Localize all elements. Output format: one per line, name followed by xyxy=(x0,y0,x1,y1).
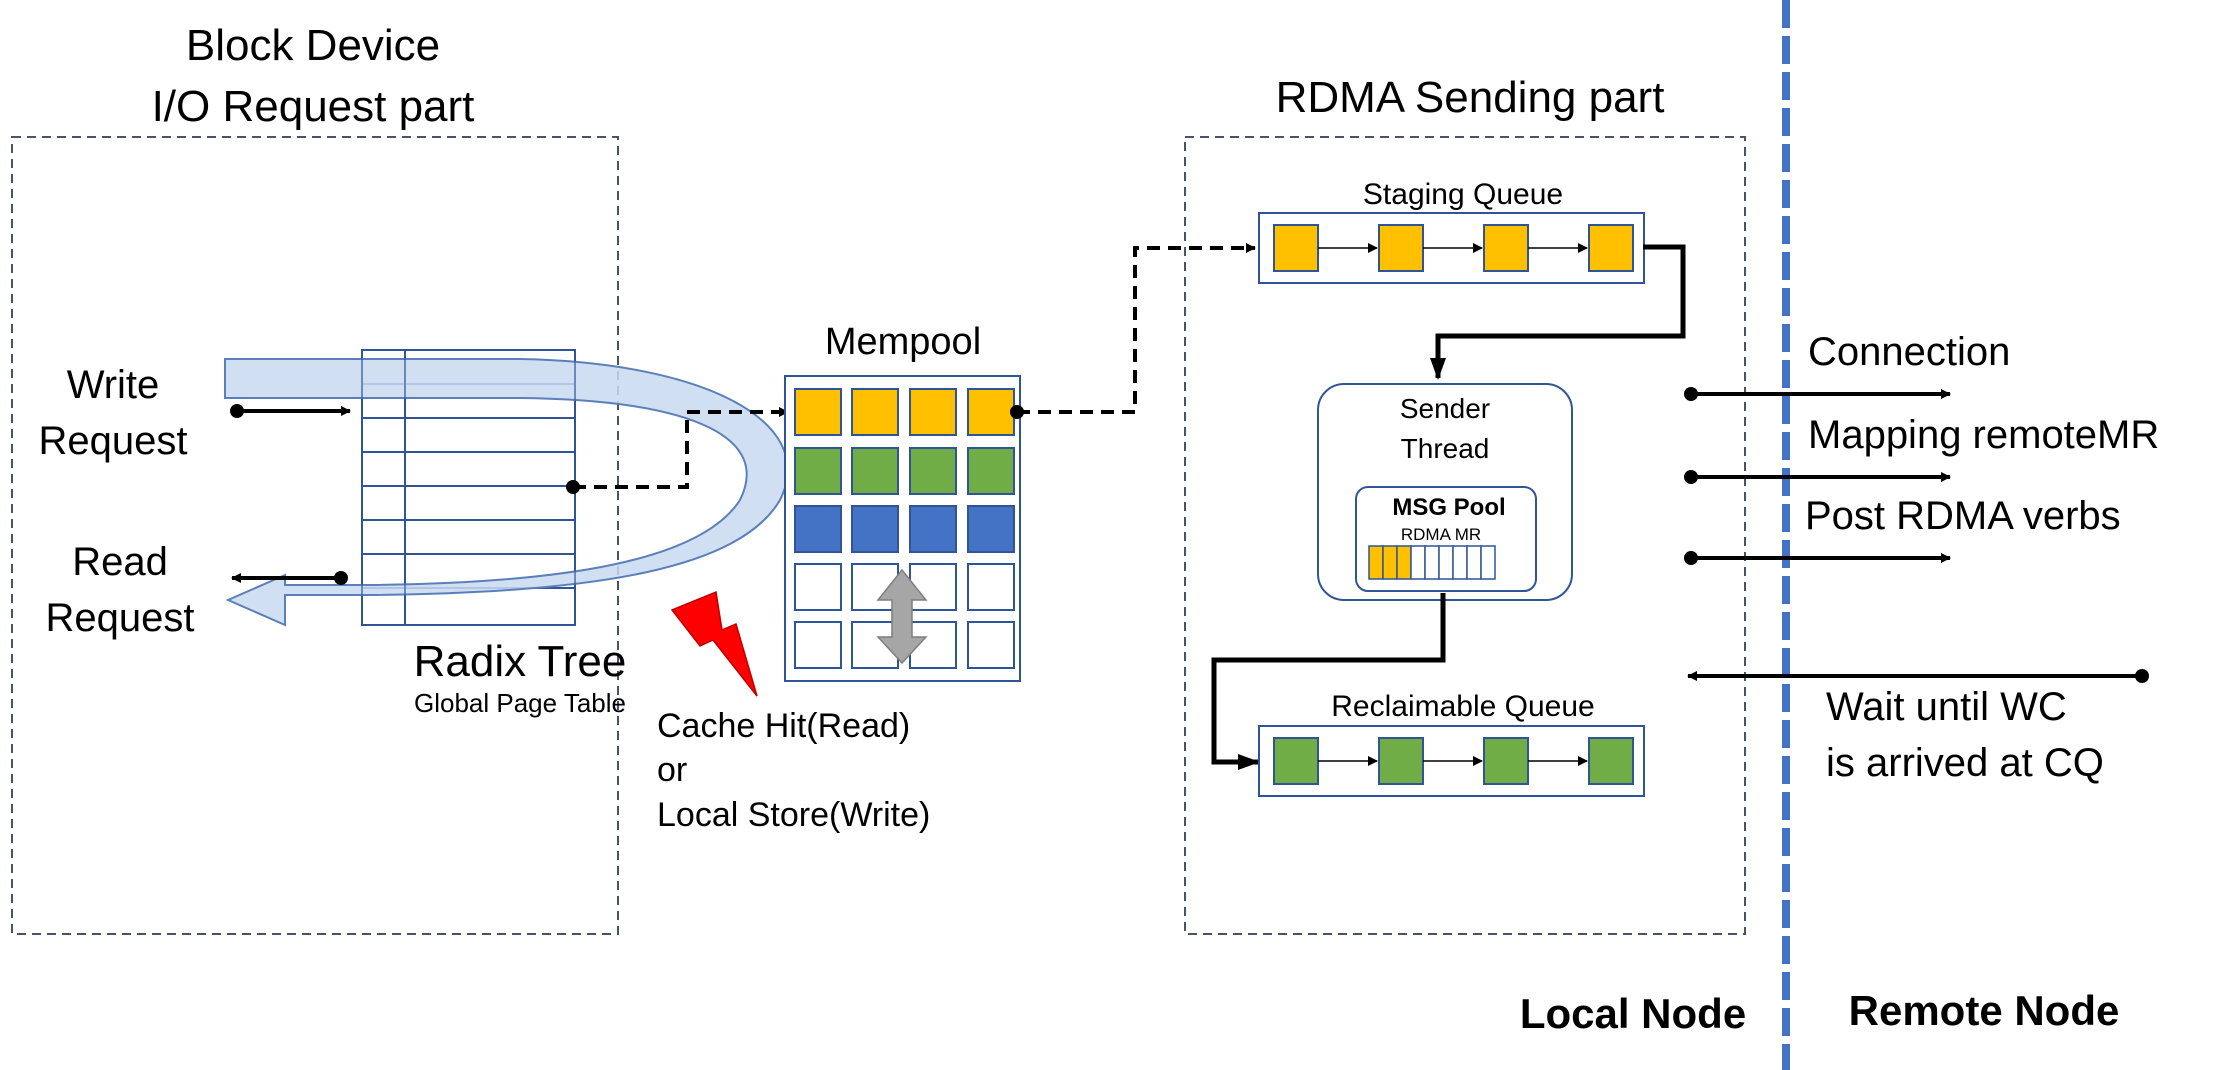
read-request-arrow xyxy=(231,571,348,585)
rdma-mr-slot xyxy=(1480,545,1496,580)
radix-tree-title: Radix Tree xyxy=(414,637,627,686)
read-request-line2: Request xyxy=(46,596,195,640)
mempool-cell xyxy=(967,447,1015,495)
mempool-cell xyxy=(851,505,899,553)
sender-thread-line2: Thread xyxy=(1401,433,1490,464)
mempool-title: Mempool xyxy=(825,321,981,363)
reclaimable-queue-item xyxy=(1273,737,1319,785)
grey-double-arrow xyxy=(876,568,928,665)
local-node-label: Local Node xyxy=(1520,990,1746,1037)
staging-queue-item xyxy=(1273,224,1319,272)
mempool-cell xyxy=(794,447,842,495)
mempool-cell xyxy=(909,505,957,553)
mempool-to-staging-connector xyxy=(1010,243,1256,419)
staging-queue-item xyxy=(1483,224,1529,272)
write-request-line1: Write xyxy=(67,363,160,407)
staging-queue xyxy=(1258,212,1645,284)
post-verbs-arrow xyxy=(1684,551,1951,565)
reclaimable-queue-item xyxy=(1378,737,1424,785)
post-rdma-verbs-label: Post RDMA verbs xyxy=(1805,494,2121,538)
mempool-cell xyxy=(794,388,842,436)
connection-label: Connection xyxy=(1808,330,2010,374)
staging-queue-item xyxy=(1588,224,1634,272)
mapping-remotemr-label: Mapping remoteMR xyxy=(1808,413,2159,457)
rdma-mr-slot xyxy=(1410,545,1426,580)
rdma-section-box xyxy=(1184,136,1746,935)
msg-pool-label: MSG Pool xyxy=(1392,494,1505,521)
left-section-title-line2: I/O Request part xyxy=(152,82,475,131)
staging-queue-item xyxy=(1378,224,1424,272)
mempool-cell xyxy=(794,621,842,669)
wait-wc-line2: is arrived at CQ xyxy=(1826,741,2104,785)
rdma-mr-slot xyxy=(1452,545,1468,580)
write-request-arrow xyxy=(230,404,351,418)
write-request-line2: Request xyxy=(39,419,188,463)
radix-to-mempool-connector xyxy=(566,407,789,494)
mempool-cell xyxy=(967,563,1015,611)
staging-queue-label: Staging Queue xyxy=(1363,178,1563,211)
rdma-mr-slot xyxy=(1424,545,1440,580)
mempool-cell xyxy=(794,563,842,611)
rdma-mr-buffer xyxy=(1368,545,1496,580)
mempool-cell xyxy=(967,388,1015,436)
cache-hit-line3: Local Store(Write) xyxy=(657,796,930,834)
radix-tree-subtitle: Global Page Table xyxy=(414,688,626,718)
mempool-cell xyxy=(851,447,899,495)
connection-arrow xyxy=(1684,387,1951,401)
mempool-cell xyxy=(967,505,1015,553)
mempool-cell xyxy=(909,563,957,611)
mempool-cell xyxy=(909,447,957,495)
request-flow-band xyxy=(224,358,789,627)
mempool-cell xyxy=(794,505,842,553)
rdma-section-title: RDMA Sending part xyxy=(1276,73,1665,122)
reclaimable-queue-label: Reclaimable Queue xyxy=(1331,690,1594,723)
remote-node-label: Remote Node xyxy=(1849,987,2120,1034)
sender-thread-line1: Sender xyxy=(1400,393,1490,424)
left-section-title-line1: Block Device xyxy=(186,21,440,70)
reclaimable-queue-item xyxy=(1483,737,1529,785)
cache-hit-line1: Cache Hit(Read) xyxy=(657,707,910,745)
mapping-arrow xyxy=(1684,470,1951,484)
rdma-mr-slot xyxy=(1382,545,1398,580)
left-section-box xyxy=(11,136,619,935)
rdma-mr-slot xyxy=(1466,545,1482,580)
sender-to-reclaimable-connector xyxy=(1211,593,1446,770)
cache-hit-line2: or xyxy=(657,751,687,789)
reclaimable-queue-item xyxy=(1588,737,1634,785)
mempool-cell xyxy=(851,388,899,436)
rdma-mr-label: RDMA MR xyxy=(1401,525,1481,544)
staging-to-sender-connector xyxy=(1430,244,1686,380)
completion-arrow xyxy=(1687,669,2149,683)
wait-wc-line1: Wait until WC xyxy=(1826,685,2067,729)
lightning-bolt-icon xyxy=(670,590,758,697)
reclaimable-queue xyxy=(1258,725,1645,797)
read-request-line1: Read xyxy=(72,540,168,584)
mempool-cell xyxy=(967,621,1015,669)
mempool-cell xyxy=(909,388,957,436)
rdma-mr-slot xyxy=(1396,545,1412,580)
rdma-mr-slot xyxy=(1368,545,1384,580)
rdma-mr-slot xyxy=(1438,545,1454,580)
mempool-grid xyxy=(794,388,1015,669)
